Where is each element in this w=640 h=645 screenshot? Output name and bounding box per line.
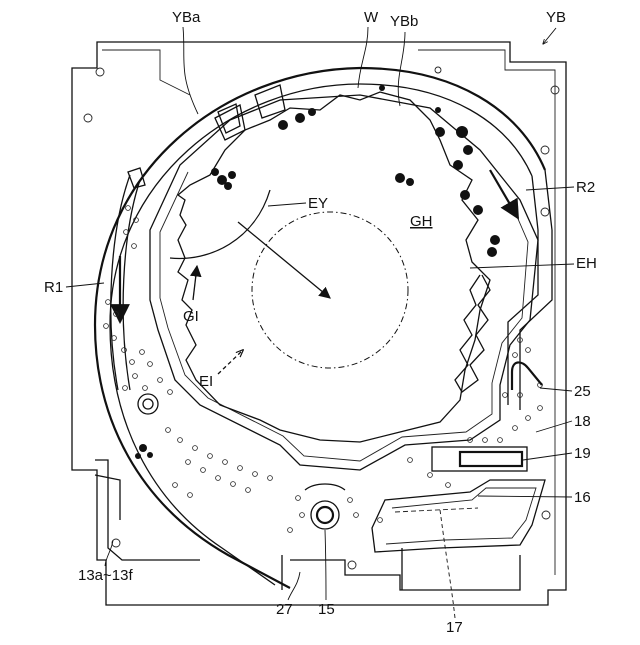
center-dash-circle [252,212,408,368]
label-r2: R2 [576,179,595,196]
ei-arrow [218,350,243,374]
outer-guide-rail-inner [110,84,532,585]
label-eh: EH [576,255,597,272]
label-18: 18 [574,413,591,430]
part-17-dashed-path [395,508,478,512]
leader-15 [325,530,326,600]
lower-frame [282,548,520,590]
label-yba: YBa [172,9,201,26]
leader-ybb [398,32,405,106]
label-gh: GH [410,213,433,230]
label-ei: EI [199,373,213,390]
label-ey: EY [308,195,328,212]
label-16: 16 [574,489,591,506]
leader-25 [540,388,572,391]
gi-arrow [193,266,197,300]
label-25: 25 [574,383,591,400]
leader-19 [523,453,572,460]
leader-17 [440,510,455,618]
label-13: 13a~13f [78,567,133,584]
r2-arrow [490,170,518,218]
twisted-pillar [455,275,490,392]
left-windmill [138,394,158,414]
left-lower-frame [95,460,200,560]
leader-ey [268,203,306,206]
right-rail [508,170,552,410]
label-15: 15 [318,601,335,618]
label-r1: R1 [44,279,63,296]
inner-boundary [150,95,538,470]
label-19: 19 [574,445,591,462]
label-27: 27 [276,601,293,618]
display-window-decoration [178,92,490,442]
start-chucker-15 [305,484,345,529]
leader-w [358,27,368,88]
label-ybb: YBb [390,13,418,30]
part-19-box [432,447,527,471]
leader-yba [183,27,198,114]
leader-yb [543,28,556,44]
label-gi: GI [183,308,199,325]
nail-pins [104,206,543,533]
label-17: 17 [446,619,463,636]
inner-boundary-2 [160,172,528,461]
leader-27 [288,572,300,600]
label-w: W [364,9,379,26]
leader-16 [478,496,572,497]
leader-eh [470,264,574,268]
label-yb: YB [546,9,566,26]
part-16-prize-device [372,480,545,552]
